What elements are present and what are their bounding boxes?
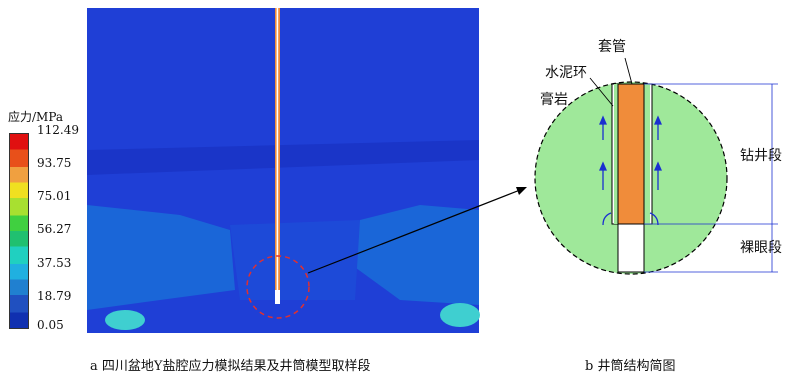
caption-a: a 四川盆地Y盐腔应力模拟结果及井筒模型取样段 <box>90 359 371 374</box>
cement-ring-label: 水泥环 <box>545 65 587 81</box>
gypsum-label: 膏岩 <box>540 92 568 108</box>
legend-tick: 56.27 <box>37 222 72 236</box>
openhole-section-label: 裸眼段 <box>740 240 782 256</box>
pointer-arrowhead <box>516 187 527 195</box>
openhole-section <box>617 223 645 273</box>
legend-tick: 37.53 <box>37 256 72 270</box>
stress-field-left-zone <box>87 205 235 310</box>
legend-tick: 18.79 <box>37 289 72 303</box>
legend-tick: 75.01 <box>37 189 72 203</box>
legend-tick: 112.49 <box>37 123 79 137</box>
casing-label: 套管 <box>598 39 626 55</box>
sampling-circle <box>246 255 310 319</box>
casing-leader <box>624 57 633 85</box>
stress-field-band <box>87 140 479 175</box>
stress-field-left-hotspot <box>105 310 145 330</box>
legend-tick: 0.05 <box>37 318 64 332</box>
stress-field-center-zone <box>230 220 360 300</box>
wellbore-openhole <box>275 290 280 304</box>
stress-field-right-zone <box>345 205 479 305</box>
stress-field-right-hotspot <box>440 303 480 327</box>
caption-b: b 井筒结构简图 <box>585 359 676 374</box>
dimension-lines <box>644 83 778 273</box>
legend-title: 应力/MPa <box>8 110 64 124</box>
wellbore-core <box>276 8 279 290</box>
pointer-line <box>307 189 521 274</box>
flow-arrows <box>599 115 662 226</box>
casing-pipe <box>617 83 645 225</box>
legend-tick: 93.75 <box>37 156 72 170</box>
drilled-section-label: 钻井段 <box>740 148 782 164</box>
cement-leader <box>589 77 614 107</box>
legend-colorbar <box>9 133 29 329</box>
